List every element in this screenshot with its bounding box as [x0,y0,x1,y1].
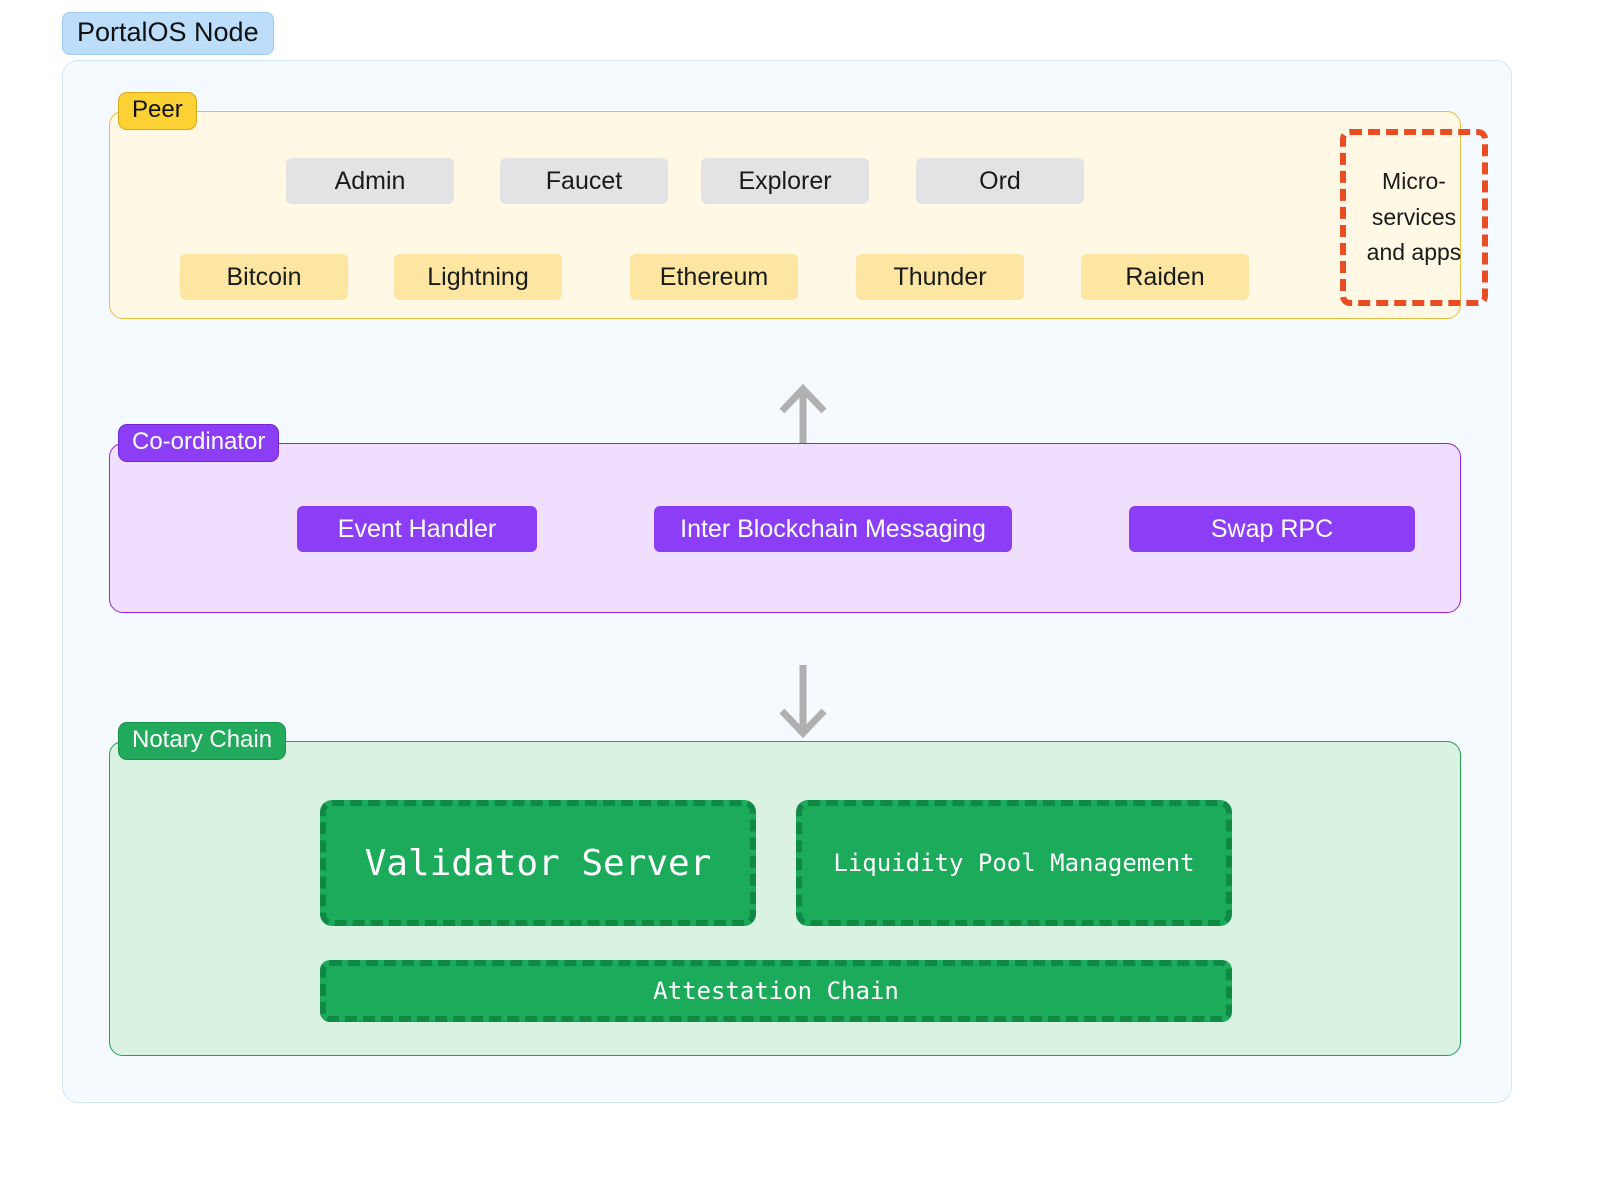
peer-chain-ethereum[interactable]: Ethereum [630,254,798,300]
coordinator-module-event-handler[interactable]: Event Handler [297,506,537,552]
notary-chain-section: Notary Chain Validator Server Liquidity … [109,722,1461,1056]
node-title-badge: PortalOS Node [62,12,274,55]
peer-section: Peer Admin Faucet Explorer Ord Bitcoin L… [109,92,1488,319]
peer-service-explorer[interactable]: Explorer [701,158,869,204]
peer-section-label: Peer [118,92,197,130]
coordinator-module-swap-rpc[interactable]: Swap RPC [1129,506,1415,552]
notary-chain-section-label: Notary Chain [118,722,287,760]
notary-box-validator-server[interactable]: Validator Server [320,800,756,926]
peer-chain-raiden[interactable]: Raiden [1081,254,1249,300]
notary-box-liquidity-pool-management[interactable]: Liquidity Pool Management [796,800,1232,926]
peer-chain-lightning[interactable]: Lightning [394,254,562,300]
coordinator-section-label: Co-ordinator [118,424,280,462]
portalos-node-container: Peer Admin Faucet Explorer Ord Bitcoin L… [62,60,1512,1103]
arrow-coordinator-to-notary-icon [779,665,827,739]
peer-chain-thunder[interactable]: Thunder [856,254,1024,300]
coordinator-section: Co-ordinator Event Handler Inter Blockch… [109,424,1461,613]
coordinator-module-inter-blockchain-messaging[interactable]: Inter Blockchain Messaging [654,506,1012,552]
peer-chain-bitcoin[interactable]: Bitcoin [180,254,348,300]
peer-service-ord[interactable]: Ord [916,158,1084,204]
peer-services-row: Admin Faucet Explorer Ord [110,158,1460,204]
peer-service-faucet[interactable]: Faucet [500,158,668,204]
microservices-line-3: and apps [1366,239,1462,266]
peer-chains-row: Bitcoin Lightning Ethereum Thunder Raide… [110,254,1460,300]
peer-service-admin[interactable]: Admin [286,158,454,204]
microservices-line-1: Micro- [1382,168,1446,195]
arrow-coordinator-to-peer-icon [779,383,827,453]
notary-box-attestation-chain[interactable]: Attestation Chain [320,960,1232,1022]
microservices-and-apps-box[interactable]: Micro- services and apps [1340,129,1488,306]
microservices-line-2: services [1371,203,1457,230]
